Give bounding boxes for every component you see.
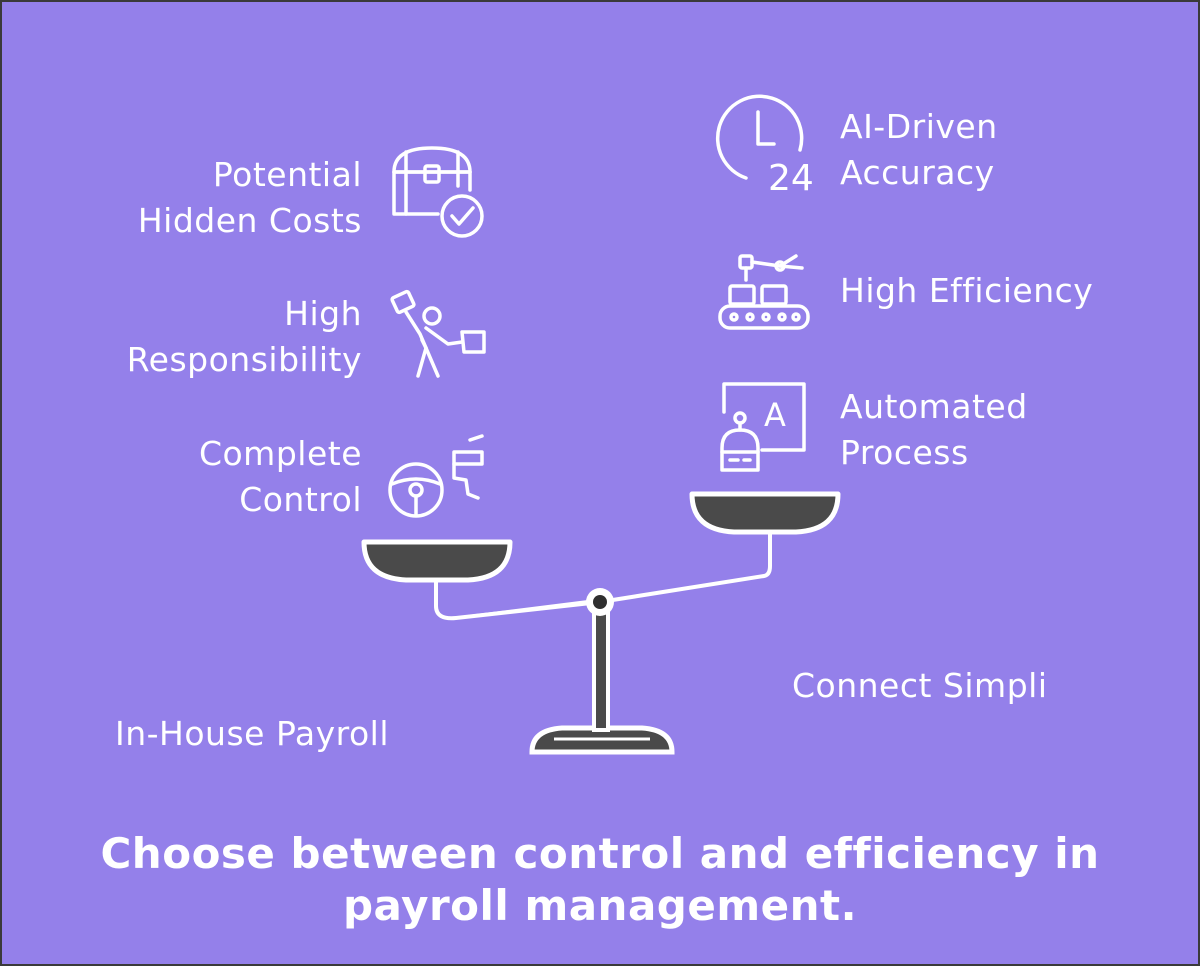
scale-pivot-center	[593, 595, 607, 609]
factor-responsibility-line2: Responsibility	[126, 340, 362, 379]
factor-hidden-costs-line2: Hidden Costs	[137, 201, 362, 240]
factor-automated-line2: Process	[840, 433, 969, 472]
screen-letter-a: A	[764, 396, 786, 434]
factor-ai-accuracy-line1: AI-Driven	[840, 107, 998, 146]
juggling-person-icon	[390, 289, 486, 378]
factor-hidden-costs-line1: Potential	[212, 155, 362, 194]
option-connect-simpli: Connect Simpli	[792, 666, 1048, 705]
factor-control-line1: Complete	[198, 434, 362, 473]
factor-automated-label: Automated Process	[840, 384, 1028, 476]
factor-responsibility-label: High Responsibility	[127, 291, 362, 383]
clock-24-text: 24	[768, 158, 814, 199]
scale-post	[592, 605, 610, 732]
factor-hidden-costs-label: Potential Hidden Costs	[138, 152, 362, 244]
scale-beam-lower	[455, 598, 601, 620]
diagram-caption: Choose between control and efficiency in…	[2, 828, 1198, 932]
clock-24-icon: 24	[715, 94, 814, 199]
treasure-chest-check-icon	[392, 146, 484, 238]
factor-responsibility-line1: High	[284, 294, 362, 333]
factor-efficiency-label: High Efficiency	[840, 268, 1093, 314]
factor-ai-accuracy-line2: Accuracy	[840, 153, 995, 192]
factor-efficiency-line1: High Efficiency	[840, 271, 1094, 310]
factor-automated-line1: Automated	[840, 387, 1028, 426]
option-in-house-payroll: In-House Payroll	[115, 714, 389, 753]
right-scale-pan	[689, 491, 841, 535]
factor-control-line2: Control	[239, 480, 362, 519]
robot-arm-conveyor-icon	[718, 254, 810, 330]
left-scale-pan	[361, 539, 513, 583]
factor-ai-accuracy-label: AI-Driven Accuracy	[840, 104, 998, 196]
steering-wheel-icon	[388, 434, 484, 518]
robot-ai-screen-icon: A	[720, 382, 806, 472]
caption-line1: Choose between control and efficiency in	[100, 829, 1100, 878]
caption-line2: payroll management.	[342, 881, 858, 930]
factor-control-label: Complete Control	[199, 431, 362, 523]
